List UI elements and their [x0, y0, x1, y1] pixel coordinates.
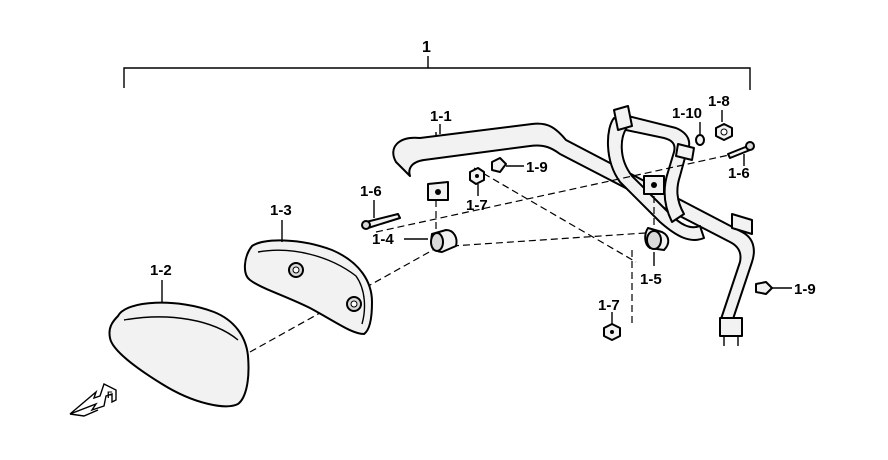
label-bolt-right: 1-6: [728, 165, 750, 182]
clip-right: 1-9: [755, 281, 816, 298]
backrest-frame: 1-1: [392, 105, 755, 346]
label-clip-center: 1-9: [526, 159, 548, 176]
nut-center: 1-7: [466, 167, 488, 214]
label-washer: 1-8: [708, 93, 730, 110]
bushing-right: 1-5: [640, 227, 670, 288]
bushing-left: 1-4: [372, 229, 458, 253]
label-nut-center: 1-7: [466, 197, 488, 214]
alignment-lines: [249, 149, 753, 353]
nut-bottom: 1-7: [598, 297, 621, 341]
label-bolt-left: 1-6: [360, 183, 382, 200]
label-clip-right: 1-9: [794, 281, 816, 298]
washer: 1-8: [708, 93, 733, 141]
spring-washer: 1-10: [672, 105, 705, 146]
front-direction-arrow-icon: F: [69, 383, 117, 417]
bolt-right: 1-6: [727, 141, 755, 182]
front-letter: F: [107, 390, 113, 400]
label-backrest-pad: 1-2: [150, 262, 172, 279]
bolt-left: 1-6: [360, 183, 401, 230]
clip-center: 1-9: [491, 157, 548, 176]
label-pad-base: 1-3: [270, 202, 292, 219]
backrest-pad: 1-2: [108, 262, 250, 408]
label-nut-bottom: 1-7: [598, 297, 620, 314]
label-spring-washer: 1-10: [672, 105, 702, 122]
label-assembly: 1: [422, 39, 431, 56]
label-bushing-left: 1-4: [372, 231, 394, 248]
pad-base: 1-3: [244, 202, 373, 335]
label-bushing-right: 1-5: [640, 271, 662, 288]
assembly-bracket: 1: [123, 39, 751, 90]
label-backrest-frame: 1-1: [430, 108, 452, 125]
